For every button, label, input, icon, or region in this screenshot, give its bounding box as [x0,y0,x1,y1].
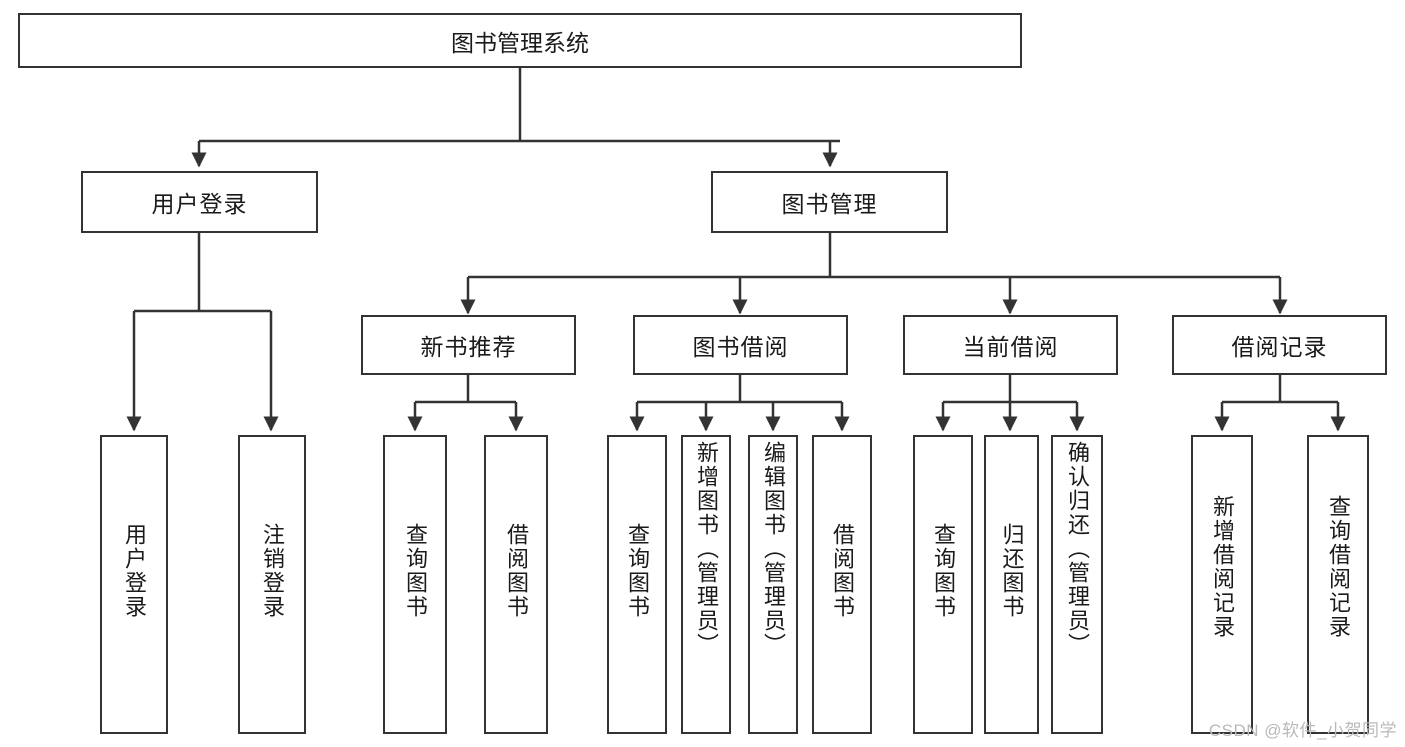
leaf-record-add-record[interactable]: 新增借阅记录 [1191,435,1253,734]
leaf-current-query-book[interactable]: 查询图书 [913,435,973,734]
leaf-label: 编辑图书（管理员） [760,441,786,657]
node-label: 图书管理系统 [451,29,589,56]
leaf-label: 借阅图书 [503,523,529,619]
leaf-label: 查询图书 [930,523,956,619]
leaf-new-book-query[interactable]: 查询图书 [383,435,447,734]
leaf-current-return-book[interactable]: 归还图书 [984,435,1039,734]
leaf-borrow-edit-book-admin[interactable]: 编辑图书（管理员） [748,435,798,734]
leaf-label: 借阅图书 [829,523,855,619]
leaf-new-book-borrow[interactable]: 借阅图书 [484,435,548,734]
leaf-label: 确认归还（管理员） [1064,441,1090,657]
leaf-label: 查询图书 [402,523,428,619]
leaf-borrow-borrow-book[interactable]: 借阅图书 [812,435,872,734]
node-current-borrow[interactable]: 当前借阅 [903,315,1118,375]
leaf-label: 用户登录 [121,523,147,619]
node-book-management[interactable]: 图书管理 [711,171,948,233]
leaf-borrow-add-book-admin[interactable]: 新增图书（管理员） [681,435,731,734]
leaf-label: 新增图书（管理员） [693,441,719,657]
node-book-borrow[interactable]: 图书借阅 [633,315,848,375]
node-label: 用户登录 [151,191,248,217]
node-label: 图书管理 [781,191,878,217]
leaf-label: 归还图书 [999,523,1025,619]
leaf-user-login-login[interactable]: 用户登录 [100,435,168,734]
node-user-login[interactable]: 用户登录 [81,171,318,233]
leaf-label: 查询借阅记录 [1325,495,1351,639]
leaf-current-confirm-return-admin[interactable]: 确认归还（管理员） [1051,435,1103,734]
watermark: CSDN @软件_小贺同学 [1208,721,1397,740]
node-borrow-record[interactable]: 借阅记录 [1172,315,1387,375]
node-label: 借阅记录 [1231,334,1328,360]
leaf-record-query-record[interactable]: 查询借阅记录 [1307,435,1369,734]
leaf-label: 新增借阅记录 [1209,495,1235,639]
node-label: 新书推荐 [420,334,517,360]
leaf-user-login-logout[interactable]: 注销登录 [238,435,306,734]
node-label: 当前借阅 [962,334,1059,360]
leaf-borrow-query-book[interactable]: 查询图书 [607,435,667,734]
leaf-label: 查询图书 [624,523,650,619]
leaf-label: 注销登录 [259,523,285,619]
node-root-system[interactable]: 图书管理系统 [18,13,1022,68]
node-new-book-recommend[interactable]: 新书推荐 [361,315,576,375]
node-label: 图书借阅 [692,334,789,360]
